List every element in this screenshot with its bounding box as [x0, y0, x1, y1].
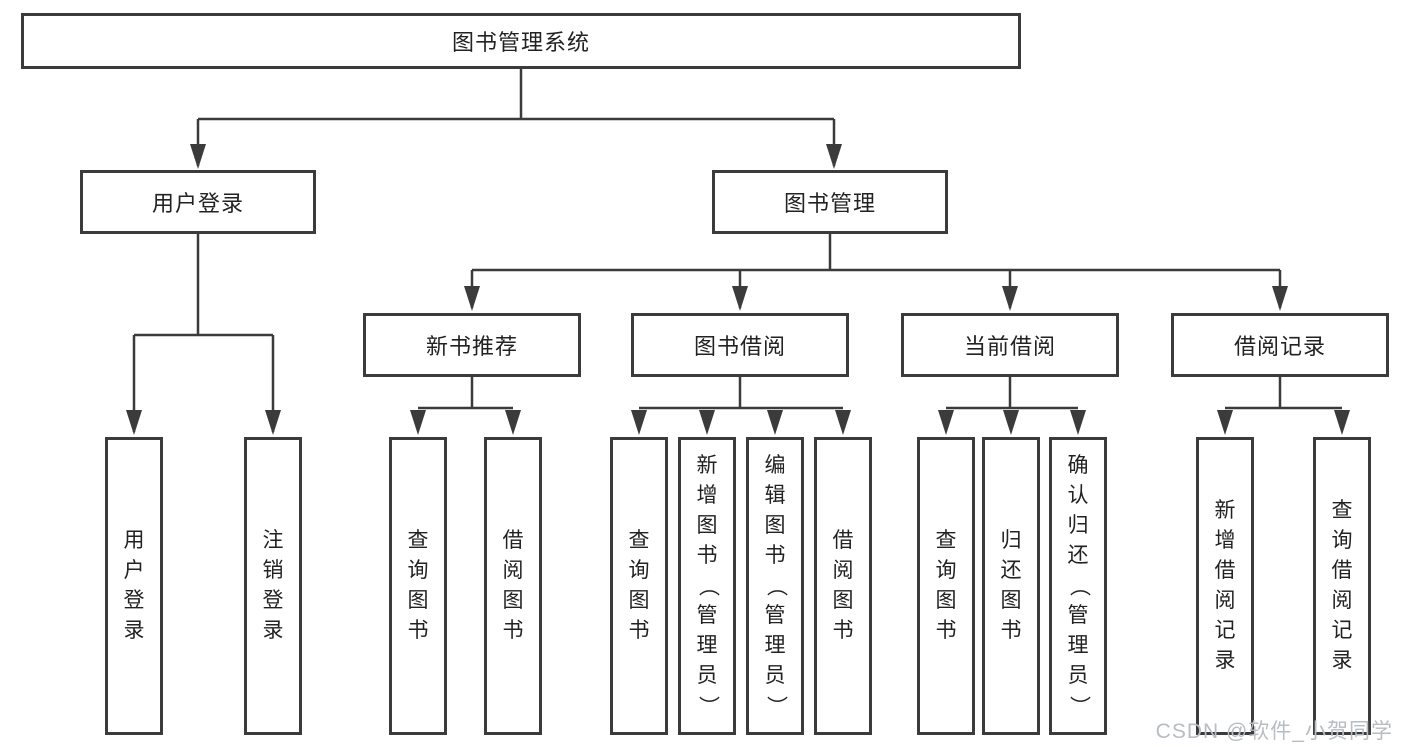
leaf-query-books-2-label: 查询图书	[628, 529, 650, 642]
csdn-watermark: CSDN @软件_小贺同学	[1155, 720, 1393, 743]
leaf-logout: 注销登录	[244, 437, 302, 735]
leaf-logout-label: 注销登录	[262, 529, 284, 642]
node-book-management: 图书管理	[712, 170, 948, 234]
leaf-edit-book-admin: 编辑图书（管理员）	[746, 437, 804, 735]
leaf-borrow-books-2: 借阅图书	[814, 437, 872, 735]
leaf-confirm-return-admin: 确认归还（管理员）	[1049, 437, 1107, 735]
node-book-borrow-label: 图书借阅	[693, 334, 786, 359]
node-current-borrow-label: 当前借阅	[963, 334, 1056, 359]
node-root-label: 图书管理系统	[451, 30, 590, 55]
leaf-confirm-return-admin-label: 确认归还（管理员）	[1067, 454, 1090, 717]
leaf-borrow-books-1-label: 借阅图书	[502, 529, 524, 642]
leaf-query-books-3-label: 查询图书	[935, 529, 957, 642]
leaf-borrow-books-2-label: 借阅图书	[832, 529, 854, 642]
leaf-query-books-1-label: 查询图书	[407, 529, 429, 642]
leaf-user-login-label: 用户登录	[123, 529, 145, 642]
leaf-add-borrow-record: 新增借阅记录	[1196, 437, 1254, 735]
leaf-return-books: 归还图书	[982, 437, 1040, 735]
leaf-user-login: 用户登录	[105, 437, 163, 735]
node-new-book-recommend: 新书推荐	[363, 313, 581, 377]
node-root: 图书管理系统	[21, 13, 1021, 69]
node-current-borrow: 当前借阅	[901, 313, 1119, 377]
leaf-add-borrow-record-label: 新增借阅记录	[1214, 499, 1236, 672]
node-user-login: 用户登录	[80, 170, 316, 234]
leaf-query-borrow-record: 查询借阅记录	[1313, 437, 1371, 735]
leaf-return-books-label: 归还图书	[1000, 529, 1022, 642]
node-book-borrow: 图书借阅	[631, 313, 849, 377]
leaf-edit-book-admin-label: 编辑图书（管理员）	[764, 454, 787, 717]
node-borrow-records: 借阅记录	[1171, 313, 1389, 377]
node-borrow-records-label: 借阅记录	[1233, 334, 1326, 359]
node-book-management-label: 图书管理	[783, 191, 876, 216]
leaf-query-books-2: 查询图书	[610, 437, 668, 735]
leaf-add-book-admin-label: 新增图书（管理员）	[696, 454, 719, 717]
leaf-query-books-3: 查询图书	[917, 437, 975, 735]
leaf-query-borrow-record-label: 查询借阅记录	[1331, 499, 1353, 672]
leaf-add-book-admin: 新增图书（管理员）	[678, 437, 736, 735]
node-new-book-recommend-label: 新书推荐	[425, 334, 518, 359]
node-user-login-label: 用户登录	[151, 191, 244, 216]
leaf-borrow-books-1: 借阅图书	[484, 437, 542, 735]
leaf-query-books-1: 查询图书	[389, 437, 447, 735]
